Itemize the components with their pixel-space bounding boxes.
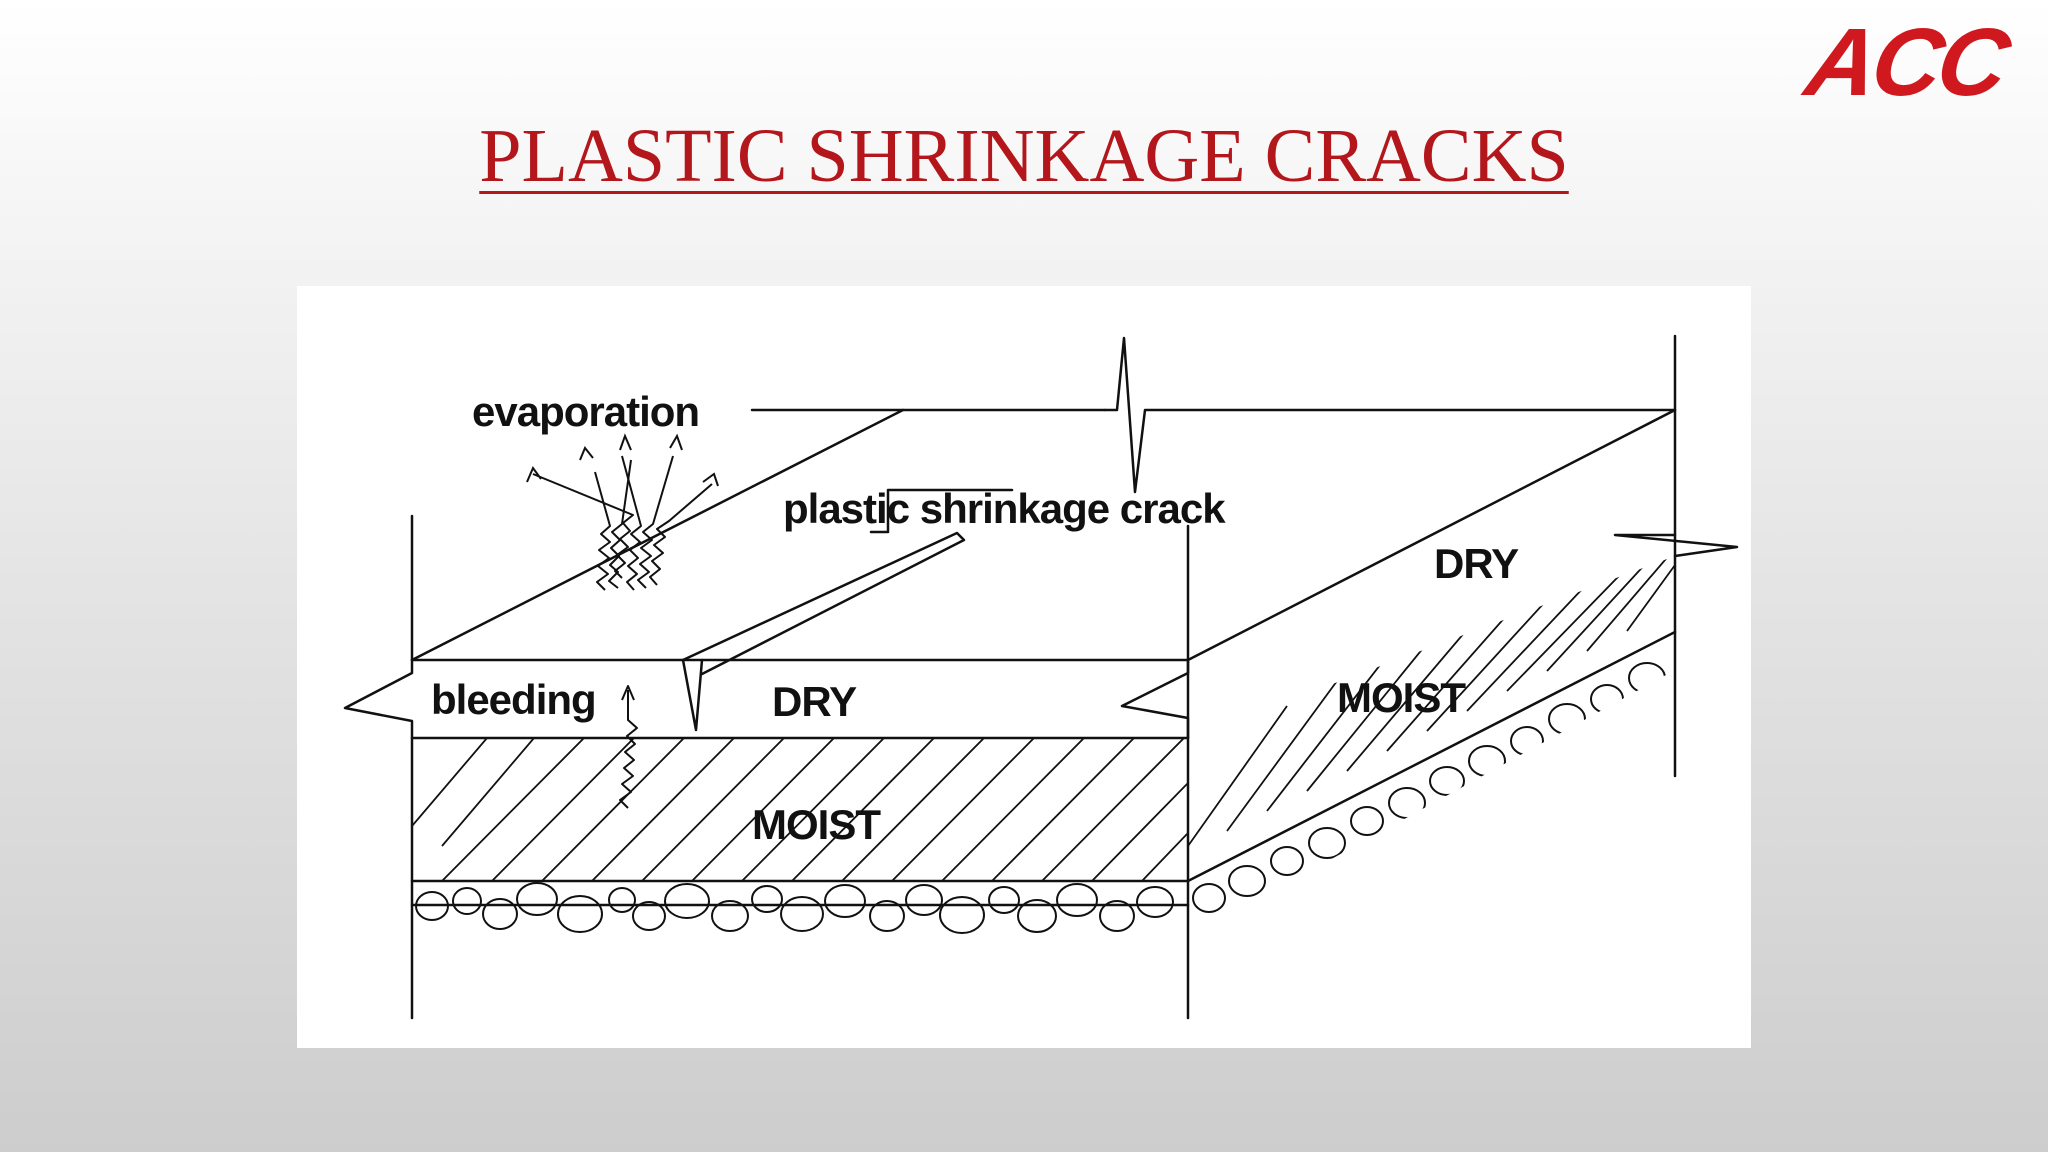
crack-label-leader [869,488,1014,534]
slide-title: PLASTIC SHRINKAGE CRACKS [479,114,1569,198]
slab-right-top-edge [1186,408,1677,662]
dry-front-label: DRY [772,678,857,725]
evaporation-label: evaporation [472,388,699,435]
front-right-break [1120,658,1190,740]
slab-left-top-edge [410,408,905,662]
moist-front-label: MOIST [752,801,881,848]
acc-logo: ACC [1798,9,2014,116]
evaporation-arrows [532,455,713,591]
moist-side-label: MOIST [1337,674,1466,721]
side-right-break [1613,533,1739,558]
side-base-line [1186,630,1677,883]
crack-v-notch [681,658,704,732]
front-left-break [343,658,414,740]
side-moist-hatching [1188,556,1675,847]
evaporation-arrowheads [526,433,719,487]
bleeding-label: bleeding [431,676,596,723]
surface-crack [681,531,966,676]
shrinkage-diagram: evaporation plastic shrinkage crack blee… [297,286,1751,1048]
bleeding-arrow [619,685,638,809]
front-aggregate [415,882,1174,934]
plastic-shrinkage-crack-label: plastic shrinkage crack [783,485,1226,532]
dry-side-label: DRY [1434,540,1519,587]
back-break-mark [1103,336,1677,494]
diagram-drawing: evaporation plastic shrinkage crack blee… [343,334,1739,1020]
front-moist-hatching [412,738,1188,882]
